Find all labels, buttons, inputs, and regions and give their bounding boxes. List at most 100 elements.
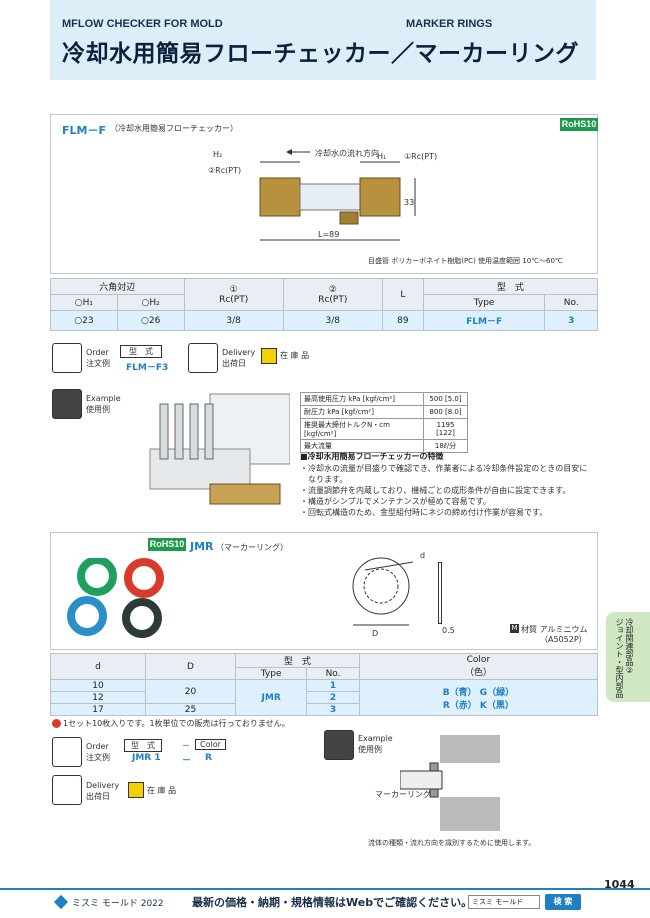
th-type: Type [422,294,546,311]
flm-name: FLM－F [62,124,106,137]
cell-rc1: 3/8 [183,310,284,331]
cell-no-1: 1 [306,679,360,692]
page-title: 冷却水用簡易フローチェッカー／マーカーリング [62,41,579,67]
title-en-right: MARKER RINGS [406,18,493,30]
jmr-material: 材質 アルミニウム [521,625,588,634]
cell-h2: ○26 [116,310,185,331]
cell-colors: B（青） G（緑）R（赤） K（黒） [358,679,599,716]
stock-label: 在 庫 品 [280,351,310,360]
material-icon: M [510,624,519,633]
label-D: D [372,629,379,638]
jmr-order-model-header: 型 式 [124,739,162,752]
flm-spec-list: 最高使用圧力 kPa [kgf/cm²]500 [5.0] 耐圧力 kPa [k… [300,392,468,453]
jmr-ring-label: マーカーリング [375,790,431,799]
delivery-truck-icon [188,343,218,373]
delivery-label-en: Delivery [222,348,256,357]
th-hex: 六角対辺 [50,278,185,295]
example-icon [52,389,82,419]
label-h1: H₁ [377,152,387,161]
th-d: d [50,653,146,680]
jmr-example-icon [324,730,354,760]
jmr-rings-photo [67,558,164,638]
jmr-name: JMR [190,540,214,553]
th-h2: ○H₂ [116,294,185,311]
jmr-figure-box [50,532,598,650]
title-en-left: MFLOW CHECKER FOR MOLD [62,18,223,30]
cell-D-20: 20 [145,679,236,704]
jmr-rohs-badge: RoHS10 [148,538,186,551]
cell-rc2: 3/8 [282,310,383,331]
label-d-small: d [420,551,426,560]
flm-material: 目盛管 ポリカーボネイト樹脂(PC) 使用温度範囲 10℃～60℃ [368,257,563,265]
cell-no-3: 3 [306,703,360,716]
page-number: 1044 [604,878,635,891]
label-flow: 冷却水の流れ方向 [315,149,379,158]
jmr-delivery-label-jp: 出荷日 [86,792,110,801]
cell-d-2: 12 [50,691,146,704]
order-model-value: FLM－F3 [126,363,169,373]
th-jmr-model: 型 式 [235,653,360,668]
stock-box-icon [261,348,277,364]
example-label-en: Example [86,394,121,403]
flm-example-image [149,393,290,505]
footer-search-button[interactable]: 検 索 [545,894,581,910]
label-33: 33 [404,198,415,207]
footer [0,888,650,918]
jmr-example-image [400,735,500,831]
jmr-drawing [352,557,414,626]
features-list: ・冷却水の流量が目盛りで確認でき、作業者による冷却条件設定のときの目安に なりま… [300,464,588,517]
jmr-delivery-truck-icon [52,775,82,805]
label-rc2: ②Rc(PT) [208,166,242,175]
cell-d-3: 17 [50,703,146,716]
cell-l: 89 [381,310,424,331]
cell-no: 3 [544,310,598,331]
jmr-order-phone-icon [52,737,82,767]
th-color: Color（色） [358,653,599,680]
footer-message: 最新の価格・納期・規格情報はWebでご確認ください。 [192,896,473,909]
th-jmr-type: Type [234,667,308,680]
example-label-jp: 使用例 [86,405,110,414]
jmr-stock-label: 在 庫 品 [147,786,177,795]
th-model: 型 式 [422,278,599,295]
jmr-order-label-jp: 注文例 [86,753,110,762]
cell-D-25: 25 [145,703,236,716]
flm-drawing [259,149,416,241]
cell-d-1: 10 [50,679,146,692]
label-h2: H₂ [213,150,223,159]
label-thickness: 0.5 [442,626,455,635]
cell-type: FLM－F [422,310,546,331]
jmr-example-label-en: Example [358,734,393,743]
jmr-subtitle: （マーカーリング） [216,543,288,552]
jmr-material-code: （A5052P） [540,635,587,644]
th-l: L [381,278,424,311]
jmr-stock-box-icon [128,782,144,798]
jmr-example-label-jp: 使用例 [358,745,382,754]
flm-subtitle: （冷却水用簡易フローチェッカー） [110,124,238,133]
jmr-order-color-header: Color [195,739,226,750]
cell-h1: ○23 [50,310,118,331]
side-tab[interactable] [606,612,650,702]
label-rc1: ①Rc(PT) [404,152,438,161]
footer-brand: ミスミ モールド 2022 [72,899,164,909]
jmr-note: 1セット10枚入りです。1枚単位での販売は行っておりません。 [63,719,290,728]
order-phone-icon [52,343,82,373]
jmr-side-view [438,562,442,624]
features-title: ■冷却水用簡易フローチェッカーの特徴 [300,452,444,461]
order-model-header: 型 式 [120,345,162,358]
jmr-caption: 流体の種類・流れ方向を識別するために使用します。 [368,839,536,847]
footer-search-input[interactable]: ミスミ モールド [468,895,540,909]
note-marker-icon [52,719,61,728]
delivery-label-jp: 出荷日 [222,359,246,368]
jmr-delivery-label-en: Delivery [86,781,120,790]
jmr-order-label-en: Order [86,742,109,751]
th-no: No. [544,294,598,311]
cell-jmr-type: JMR [234,679,308,716]
jmr-order-dash: － [182,741,190,750]
th-h1: ○H₁ [50,294,118,311]
th-jmr-no: No. [306,667,360,680]
rohs-badge: RoHS10 [560,118,598,131]
jmr-order-dash2: － [182,756,192,766]
th-D: D [145,653,236,680]
